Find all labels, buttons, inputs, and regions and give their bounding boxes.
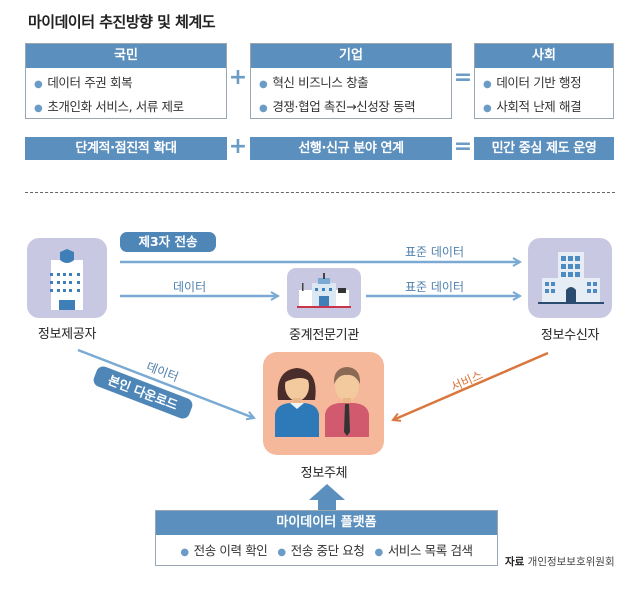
dashed-divider (25, 192, 615, 193)
office-building-icon (538, 252, 604, 304)
government-building-icon (297, 273, 351, 308)
label-standard-data-broker: 표준 데이터 (405, 280, 465, 294)
bullet-icon: ● (374, 547, 383, 558)
bar-gradual-expansion: 단계적·점진적 확대 (25, 137, 227, 160)
broker-label: 중계전문기관 (289, 328, 359, 343)
receiver-label: 정보수신자 (540, 328, 600, 343)
box-society-header: 사회 (475, 44, 613, 68)
bullet-icon: ● (34, 79, 43, 90)
hospital-building-icon (50, 249, 83, 310)
box-citizens: 국민 ●데이터 주권 회복 ●초개인화 서비스, 서류 제로 (25, 43, 227, 119)
list-item: ●사회적 난제 해결 (483, 99, 582, 114)
mydata-platform-box: 마이데이터 플랫폼 ●전송 이력 확인 ●전송 중단 요청 ●서비스 목록 검색 (155, 510, 498, 566)
page-title: 마이데이터 추진방향 및 체계도 (28, 13, 216, 31)
source-credit: 자료 개인정보보호위원회 (505, 554, 615, 569)
broker-tile (287, 268, 361, 318)
label-data-provider-broker: 데이터 (173, 280, 207, 294)
bullet-icon: ● (483, 103, 492, 114)
label-standard-data-top: 표준 데이터 (405, 245, 465, 259)
list-item: ●전송 이력 확인 (180, 543, 268, 558)
box-companies-header: 기업 (251, 44, 451, 68)
bullet-icon: ● (277, 547, 286, 558)
source-text: 개인정보보호위원회 (527, 556, 615, 568)
list-item: ●데이터 주권 회복 (34, 75, 133, 90)
provider-label: 정보제공자 (37, 327, 97, 342)
list-item: ●초개인화 서비스, 서류 제로 (34, 99, 184, 114)
plus-operator: + (228, 134, 248, 159)
plus-operator: + (228, 65, 248, 90)
arrow-platform-to-subject (309, 484, 345, 511)
list-item: ●전송 중단 요청 (277, 543, 365, 558)
bar-sector-linkage: 선행·신규 분야 연계 (250, 137, 452, 160)
bullet-icon: ● (483, 79, 492, 90)
list-item: ●데이터 기반 행정 (483, 75, 582, 90)
platform-header: 마이데이터 플랫폼 (156, 511, 497, 535)
equals-operator: = (453, 65, 473, 90)
box-citizens-header: 국민 (26, 44, 226, 68)
arrow-provider-to-subject (77, 348, 254, 418)
bullet-icon: ● (180, 547, 189, 558)
box-society: 사회 ●데이터 기반 행정 ●사회적 난제 해결 (474, 43, 614, 119)
provider-tile (27, 238, 107, 318)
bullet-icon: ● (259, 103, 268, 114)
subject-tile (263, 352, 384, 455)
receiver-tile (528, 238, 612, 318)
bullet-icon: ● (34, 103, 43, 114)
people-icon (275, 367, 369, 437)
list-item: ●혁신 비즈니스 창출 (259, 75, 369, 90)
bullet-icon: ● (259, 79, 268, 90)
arrow-receiver-to-subject (393, 351, 549, 420)
equals-operator: = (453, 134, 473, 159)
bar-private-led: 민간 중심 제도 운영 (474, 137, 614, 160)
source-label: 자료 (505, 556, 525, 568)
subject-label: 정보주체 (300, 466, 348, 481)
third-party-transfer-pill: 제3자 전송 (120, 232, 216, 252)
list-item: ●경쟁·협업 촉진→신성장 동력 (259, 99, 416, 114)
box-companies: 기업 ●혁신 비즈니스 창출 ●경쟁·협업 촉진→신성장 동력 (250, 43, 452, 119)
list-item: ●서비스 목록 검색 (374, 543, 473, 558)
